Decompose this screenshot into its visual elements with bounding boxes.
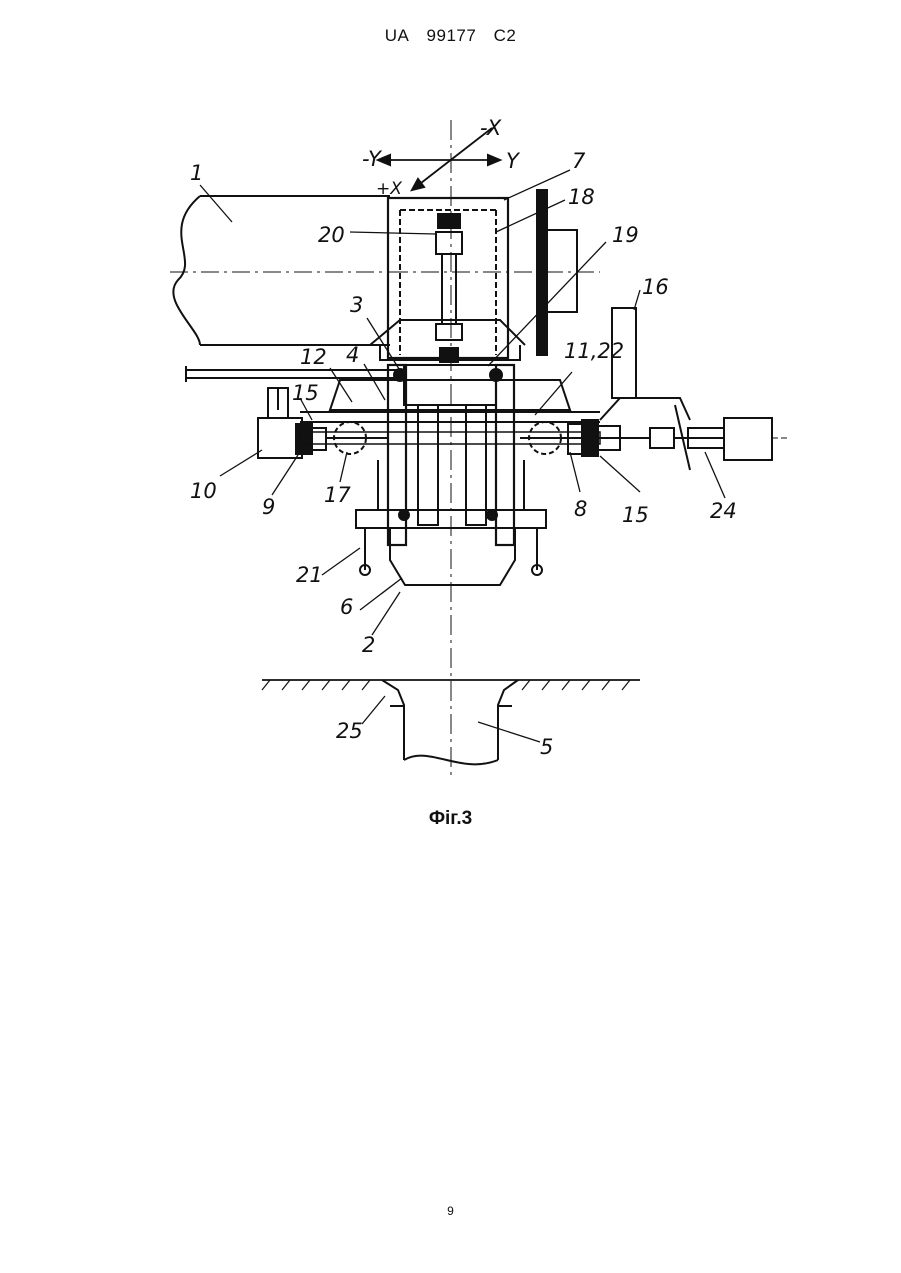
ref-1: 1 bbox=[190, 161, 203, 185]
ref-8: 8 bbox=[574, 497, 587, 521]
ref-5: 5 bbox=[540, 735, 553, 759]
ref-11-22: 11,22 bbox=[564, 339, 624, 363]
figure-caption: Фіг.3 bbox=[0, 808, 901, 830]
ref-20: 20 bbox=[318, 223, 345, 247]
housing bbox=[388, 190, 577, 358]
ref-15-right: 15 bbox=[622, 503, 649, 527]
ref-21: 21 bbox=[296, 563, 323, 587]
technical-drawing: -X +X -Y Y 1 7 18 20 19 16 3 12 4 11,22 … bbox=[0, 0, 901, 900]
ref-7: 7 bbox=[572, 149, 586, 173]
ref-2: 2 bbox=[362, 633, 375, 657]
ref-4: 4 bbox=[346, 343, 359, 367]
ref-10: 10 bbox=[190, 479, 217, 503]
right-actuator bbox=[520, 420, 650, 456]
cylinder bbox=[436, 214, 462, 362]
axis-label-plus-x: +X bbox=[376, 179, 402, 199]
ref-3: 3 bbox=[350, 293, 363, 317]
ref-15-left: 15 bbox=[292, 381, 319, 405]
axis-label-plus-y: Y bbox=[506, 149, 521, 173]
axis-label-minus-x: -X bbox=[480, 116, 502, 140]
ref-9: 9 bbox=[262, 495, 275, 519]
leader-lines bbox=[200, 170, 725, 742]
ref-12: 12 bbox=[300, 345, 327, 369]
pipe bbox=[170, 196, 390, 345]
ref-24: 24 bbox=[710, 499, 737, 523]
ref-6: 6 bbox=[340, 595, 353, 619]
ref-17: 17 bbox=[324, 483, 351, 507]
ref-18: 18 bbox=[568, 185, 595, 209]
ref-16: 16 bbox=[642, 275, 669, 299]
ref-19: 19 bbox=[612, 223, 639, 247]
page-number: 9 bbox=[0, 1204, 901, 1218]
drive-unit bbox=[600, 308, 790, 470]
axis-label-minus-y: -Y bbox=[362, 147, 383, 171]
ref-25: 25 bbox=[336, 719, 363, 743]
